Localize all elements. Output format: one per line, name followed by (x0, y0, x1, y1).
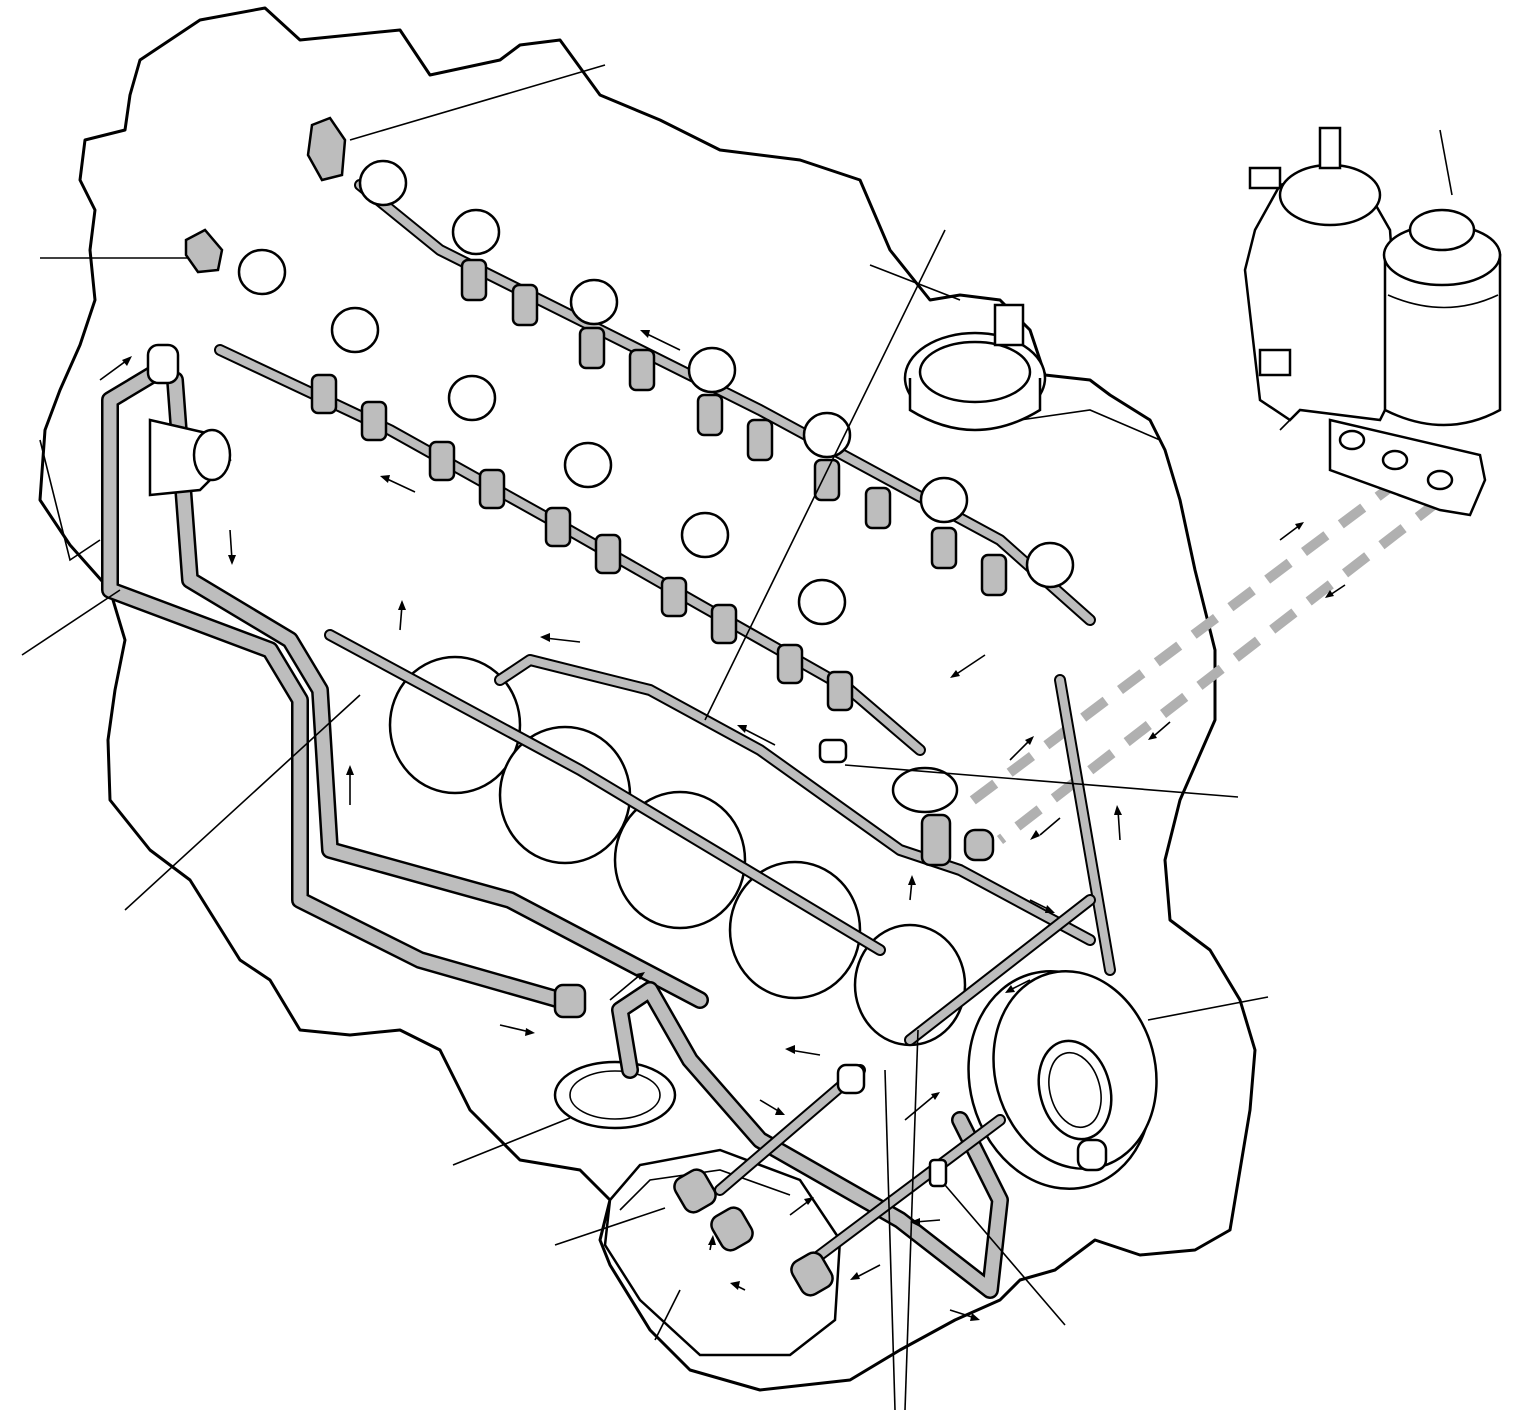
thermostat-housing (603, 1148, 842, 1357)
water-pump-pulley (967, 969, 1158, 1191)
flow-arrows (99, 330, 1346, 1321)
bleed-valve (146, 343, 232, 497)
heater-hose (611, 981, 1009, 1299)
upper-coolant-rail (354, 179, 1096, 626)
oil-filter-canister (1382, 208, 1502, 427)
oil-filter-housing (1243, 126, 1487, 517)
leader-lines (21, 64, 1453, 1411)
block-edge-line-3 (39, 439, 101, 562)
main-coolant-hose (101, 361, 709, 1009)
block-edge-line (869, 264, 961, 301)
hose-end-fittings (553, 738, 995, 1297)
coolant-manifold (324, 629, 1116, 1046)
block-edge-line-2 (1019, 409, 1161, 441)
expansion-tank-cap (903, 303, 1047, 432)
upper-rail-ports (306, 116, 1075, 597)
lower-rail-ports (184, 228, 854, 712)
outlet-flange (553, 1060, 677, 1130)
